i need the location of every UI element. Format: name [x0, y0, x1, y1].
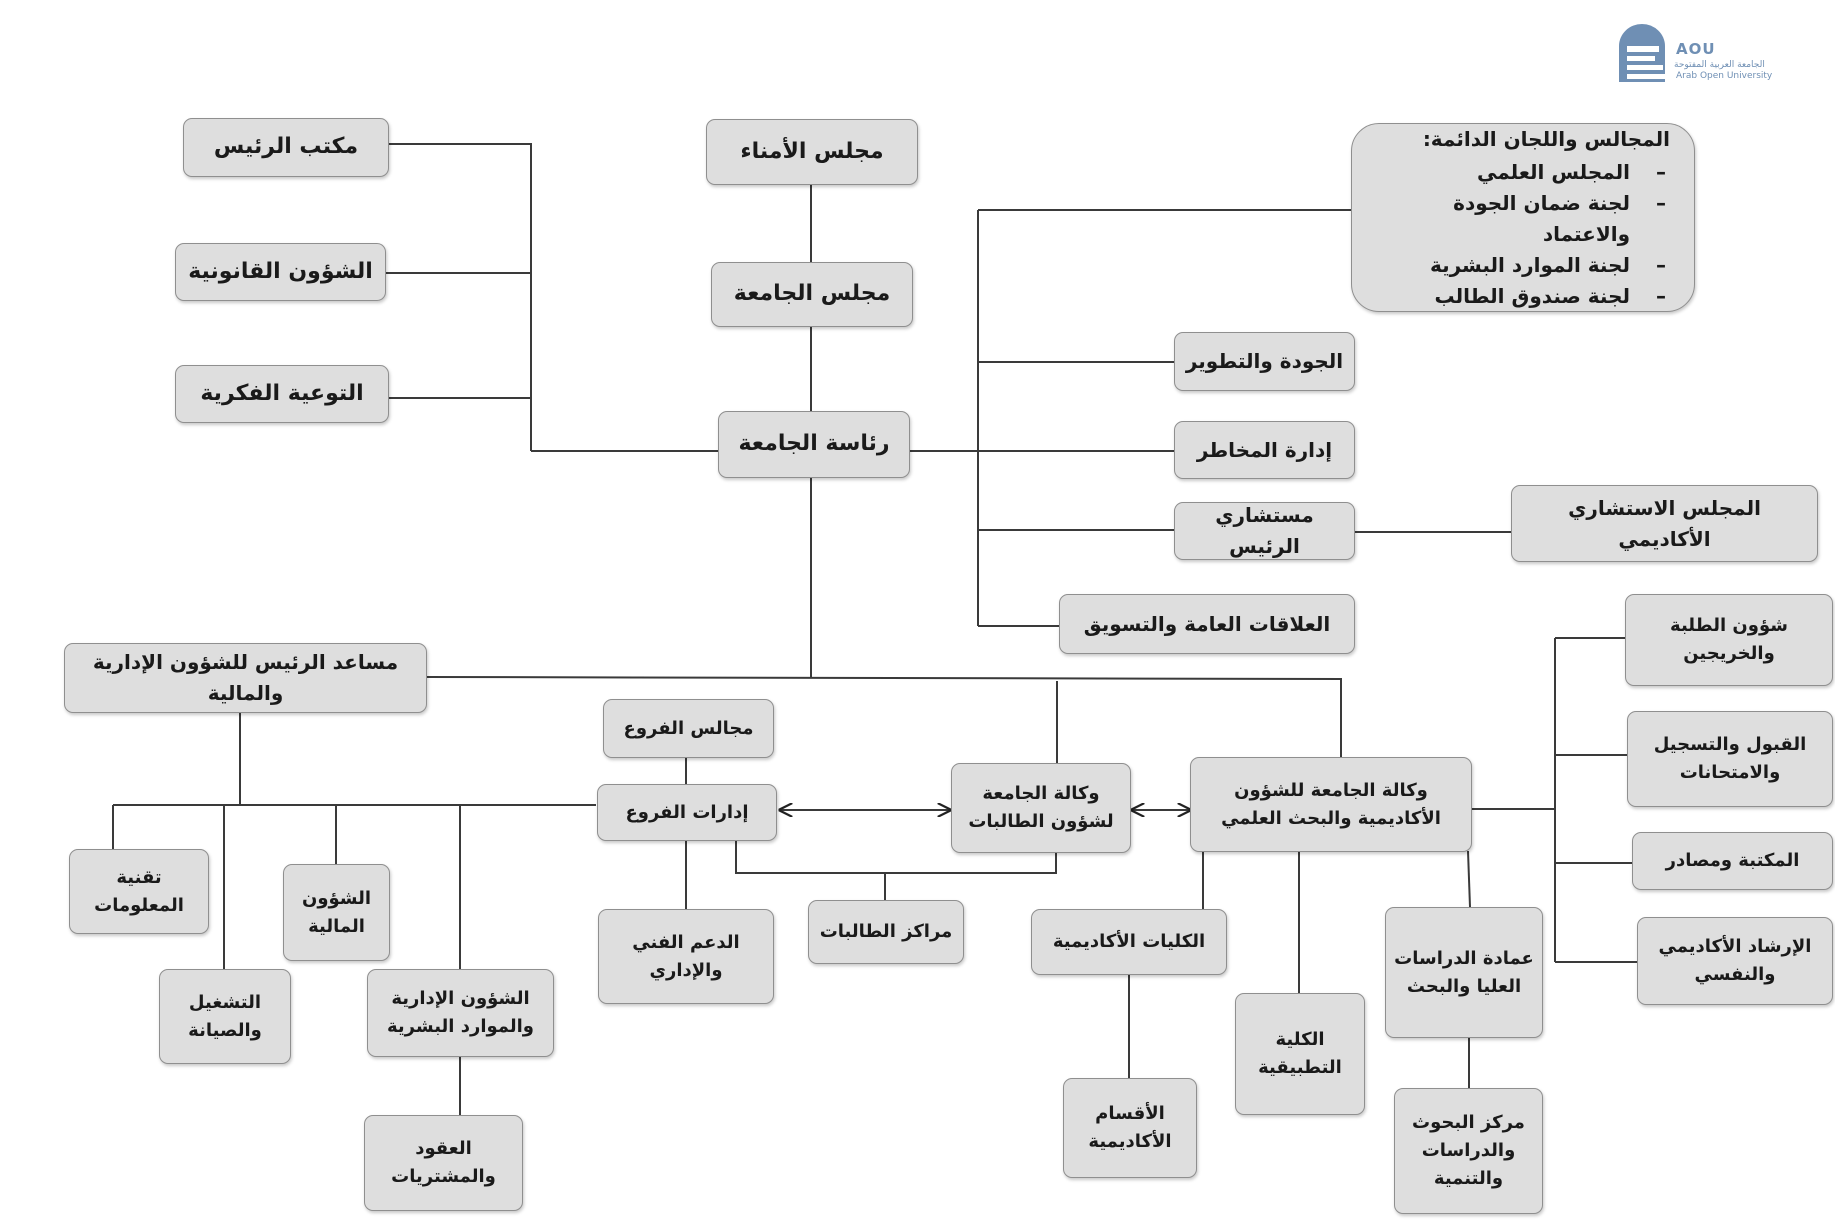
- standing-council-item: المجلس العلمي: [1376, 157, 1666, 188]
- box-graduate-deanship[interactable]: عمادة الدراسات العليا والبحث: [1385, 907, 1543, 1038]
- box-research-center[interactable]: مركز البحوث والدراسات والتنمية: [1394, 1088, 1543, 1214]
- box-counseling[interactable]: الإرشاد الأكاديمي والنفسي: [1637, 917, 1833, 1005]
- box-female-students-vice[interactable]: وكالة الجامعة لشؤون الطالبات: [951, 763, 1131, 853]
- box-technical-admin-support[interactable]: الدعم الفني والإداري: [598, 909, 774, 1004]
- box-assistant-president[interactable]: مساعد الرئيس للشؤون الإدارية والمالية: [64, 643, 427, 713]
- box-legal-affairs[interactable]: الشؤون القانونية: [175, 243, 386, 301]
- box-contracts-procurement[interactable]: العقود والمشتريات: [364, 1115, 523, 1211]
- standing-council-item: لجنة ضمان الجودة والاعتماد: [1376, 188, 1666, 250]
- aou-logo: AOU الجامعة العربية المفتوحة Arab Open U…: [1612, 20, 1812, 84]
- connector-branches-centers: [735, 841, 1057, 874]
- box-president-advisors[interactable]: مستشاري الرئيس: [1174, 502, 1355, 560]
- connector-lines: [112, 143, 1637, 1115]
- box-female-students-centers[interactable]: مراكز الطالبات: [808, 900, 964, 964]
- standing-council-item: لجنة صندوق الطالب: [1376, 281, 1666, 312]
- box-presidency[interactable]: رئاسة الجامعة: [718, 411, 910, 478]
- box-academic-departments[interactable]: الأقسام الأكاديمية: [1063, 1078, 1197, 1178]
- box-financial-affairs[interactable]: الشؤون المالية: [283, 864, 390, 961]
- box-admin-hr[interactable]: الشؤون الإدارية والموارد البشرية: [367, 969, 554, 1057]
- box-academic-vice[interactable]: وكالة الجامعة للشؤون الأكاديمية والبحث ا…: [1190, 757, 1472, 852]
- box-operation-maintenance[interactable]: التشغيل والصيانة: [159, 969, 291, 1064]
- box-admission-registration[interactable]: القبول والتسجيل والامتحانات: [1627, 711, 1833, 807]
- box-applied-college[interactable]: الكلية التطبيقية: [1235, 993, 1365, 1115]
- box-academic-colleges[interactable]: الكليات الأكاديمية: [1031, 909, 1227, 975]
- standing-council-item: لجنة الموارد البشرية: [1376, 250, 1666, 281]
- logo-english-name: Arab Open University: [1676, 71, 1773, 81]
- connector-main-horizontal: [425, 676, 1342, 757]
- standing-councils-list: المجلس العلمي لجنة ضمان الجودة والاعتماد…: [1376, 157, 1670, 312]
- box-public-relations[interactable]: العلاقات العامة والتسويق: [1059, 594, 1355, 654]
- box-standing-councils[interactable]: المجالس واللجان الدائمة: المجلس العلمي ل…: [1351, 123, 1695, 312]
- box-library[interactable]: المكتبة ومصادر: [1632, 832, 1833, 890]
- connector-graduate: [1467, 850, 1471, 908]
- box-student-affairs[interactable]: شؤون الطلبة والخريجين: [1625, 594, 1833, 686]
- box-branch-administrations[interactable]: إدارات الفروع: [597, 784, 777, 841]
- box-intellectual-awareness[interactable]: التوعية الفكرية: [175, 365, 389, 423]
- box-branch-councils[interactable]: مجالس الفروع: [603, 699, 774, 758]
- box-academic-advisory-council[interactable]: المجلس الاستشاري الأكاديمي: [1511, 485, 1818, 562]
- university-emblem-icon: [1619, 24, 1667, 82]
- box-president-office[interactable]: مكتب الرئيس: [183, 118, 389, 177]
- box-risk-management[interactable]: إدارة المخاطر: [1174, 421, 1355, 479]
- logo-arabic-name: الجامعة العربية المفتوحة: [1674, 60, 1765, 70]
- box-it[interactable]: تقنية المعلومات: [69, 849, 209, 934]
- logo-abbreviation: AOU: [1676, 40, 1716, 58]
- box-university-council[interactable]: مجلس الجامعة: [711, 262, 913, 327]
- box-trustees[interactable]: مجلس الأمناء: [706, 119, 918, 185]
- connector-president-office: [388, 143, 532, 451]
- standing-councils-title: المجالس واللجان الدائمة:: [1422, 126, 1670, 151]
- box-quality-development[interactable]: الجودة والتطوير: [1174, 332, 1355, 391]
